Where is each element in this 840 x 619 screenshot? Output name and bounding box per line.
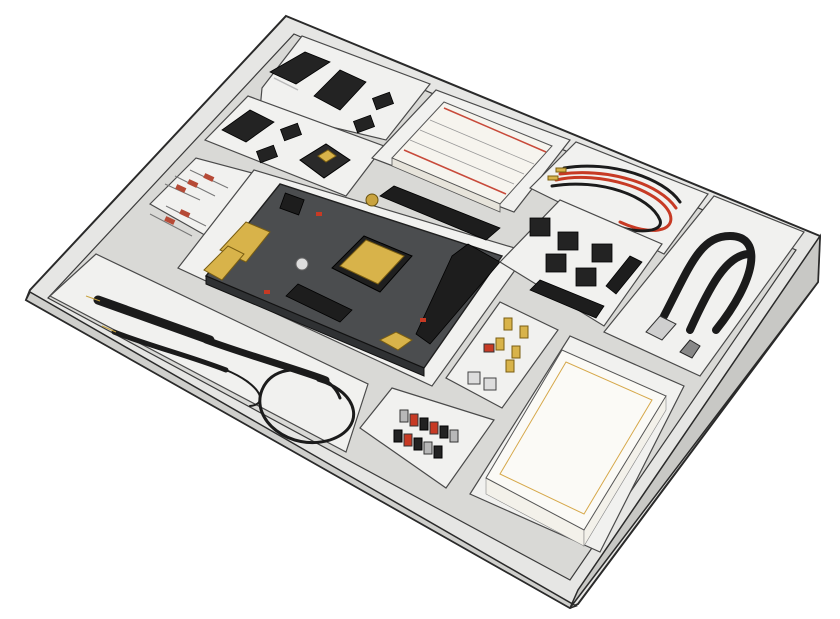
probe-compartment [48, 253, 369, 453]
pin-header-strip-2 [605, 255, 643, 295]
jumper-wires [547, 164, 682, 233]
push-button-4 [575, 267, 597, 287]
small-chip-2 [352, 114, 376, 134]
ethernet-connector [203, 221, 271, 281]
notes-compartment [469, 335, 685, 553]
usb-c-plug [679, 339, 701, 359]
pin-header-top [379, 185, 501, 241]
usb-cable [645, 231, 756, 359]
main-processor-chip [331, 235, 413, 293]
buttons-compartment [499, 199, 663, 327]
dev-board-compartment [177, 169, 529, 387]
usb-a-plug [645, 315, 677, 341]
push-button-3 [545, 253, 567, 273]
oscilloscope-probe [85, 295, 356, 445]
dip-chip-3 [221, 109, 275, 143]
usb-cable-compartment [603, 195, 805, 377]
dev-board [203, 183, 504, 377]
dip-chip-1 [269, 51, 331, 91]
pin-header-strip-1 [529, 279, 605, 319]
dip-chip-2 [313, 69, 367, 111]
small-chip-1 [371, 91, 395, 111]
push-button-5 [591, 243, 613, 263]
terminal-connectors [393, 409, 459, 459]
breadboard [391, 101, 553, 213]
breadboard-compartment [370, 89, 571, 213]
smd-components [467, 317, 529, 391]
push-button-1 [529, 217, 551, 237]
pin-header-bottom [285, 283, 353, 323]
smd-compartment [445, 301, 559, 409]
connector-compartment [359, 387, 495, 489]
small-chip-4 [255, 144, 279, 164]
usb-port [279, 192, 305, 216]
small-chip-3 [279, 122, 303, 142]
resistor-compartment [149, 157, 257, 239]
resistors [149, 169, 229, 237]
push-button-2 [557, 231, 579, 251]
sticky-notes [485, 349, 667, 548]
qfp-chip [299, 143, 351, 179]
sd-slot [378, 331, 413, 351]
